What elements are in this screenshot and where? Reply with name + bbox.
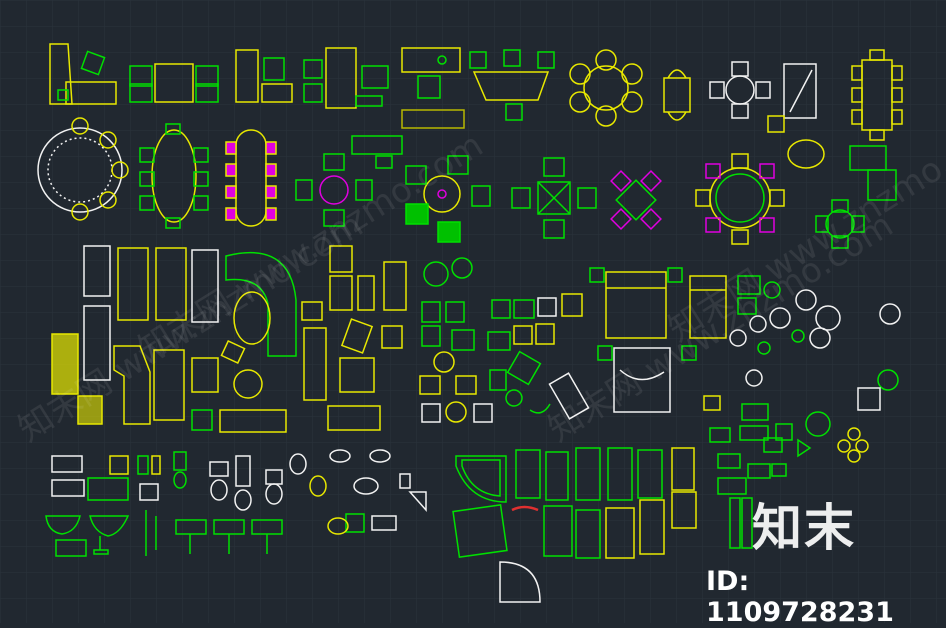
oval-table-green-chairs-block xyxy=(139,123,209,229)
small-round-tables-block xyxy=(787,139,897,249)
diamond-table-block xyxy=(610,170,662,230)
armchairs-column-block xyxy=(487,293,590,420)
asset-id-label: ID: 1109728231 xyxy=(706,566,894,628)
workstation-block xyxy=(303,47,389,109)
sofa-set-block xyxy=(51,245,219,431)
dining-table-eight-seats-block xyxy=(851,49,903,141)
round-table-magenta-block xyxy=(295,153,373,227)
round-table-four-chairs-white-block xyxy=(709,61,771,119)
two-seat-table-block xyxy=(663,69,691,121)
reception-desk-block xyxy=(401,47,465,129)
large-round-white-table-block xyxy=(37,117,129,221)
office-desk-block xyxy=(49,43,117,105)
kitchen-sinks-block xyxy=(45,455,161,557)
magenta-conference-table-block xyxy=(225,129,277,227)
small-desk-block xyxy=(351,135,403,169)
square-table-with-hatched-chairs-block xyxy=(129,63,219,103)
glass-table-block xyxy=(767,63,817,133)
curved-conference-table-block xyxy=(469,49,555,121)
round-table-armchairs-block xyxy=(405,155,491,243)
lounge-chairs-block xyxy=(419,257,493,423)
misc-icons-block xyxy=(703,395,869,549)
plants-block xyxy=(729,275,901,411)
door-swing-block xyxy=(499,561,541,603)
brand-logo-text: 知末 xyxy=(752,499,856,557)
sofa-group-block xyxy=(301,245,407,431)
large-round-table-eight-chairs-block xyxy=(695,153,785,245)
bathtubs-block xyxy=(452,447,697,559)
desk-with-chair-block xyxy=(235,49,293,103)
curved-sofa-block xyxy=(219,251,297,433)
beds-block xyxy=(589,267,727,413)
round-table-six-seats-block xyxy=(569,49,643,127)
toilets-basins-block xyxy=(145,449,427,556)
square-table-four-chairs-block xyxy=(511,157,597,239)
